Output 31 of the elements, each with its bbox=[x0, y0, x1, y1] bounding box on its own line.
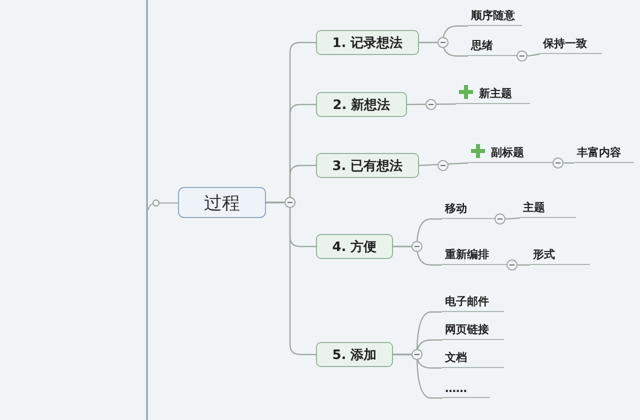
topic-box: 5. 添加 bbox=[316, 342, 393, 367]
subtopic-label: 移动 bbox=[442, 200, 506, 219]
subtopic-label: …… bbox=[442, 379, 490, 398]
topic-box: 2. 新想法 bbox=[316, 92, 407, 117]
branch-line bbox=[418, 162, 468, 166]
subtopic-label: 保持一致 bbox=[540, 35, 602, 54]
subtopic-text: 副标题 bbox=[491, 145, 524, 160]
subtopic-label: 网页链接 bbox=[442, 321, 504, 340]
subtopic-label: 主题 bbox=[520, 199, 576, 218]
subtopic-label: 形式 bbox=[530, 246, 590, 265]
central-topic-box: 过程 bbox=[178, 187, 266, 218]
topic-box: 1. 记录想法 bbox=[316, 30, 419, 55]
branch-line bbox=[419, 42, 468, 57]
branch-line bbox=[518, 264, 530, 266]
branch-line bbox=[528, 53, 540, 57]
branch-line bbox=[393, 246, 442, 266]
topic-box: 3. 已有想法 bbox=[316, 153, 419, 178]
subtopic-label: 顺序随意 bbox=[468, 7, 522, 26]
subtopic-label: 重新编排 bbox=[442, 246, 518, 265]
branch-line bbox=[266, 202, 316, 356]
branch-line bbox=[393, 354, 442, 399]
subtopic-label: 丰富内容 bbox=[574, 144, 634, 163]
subtopic-text: 新主题 bbox=[479, 86, 512, 101]
topic-box: 4. 方便 bbox=[316, 234, 393, 259]
subtopic-underline bbox=[456, 85, 530, 104]
subtopic-label: 文档 bbox=[442, 349, 504, 368]
branch-line bbox=[564, 162, 574, 164]
branch-line bbox=[407, 103, 456, 106]
subtopic-label: 思绪 bbox=[468, 37, 528, 56]
subtopic-label: 电子邮件 bbox=[442, 293, 504, 312]
branch-line bbox=[506, 217, 520, 220]
